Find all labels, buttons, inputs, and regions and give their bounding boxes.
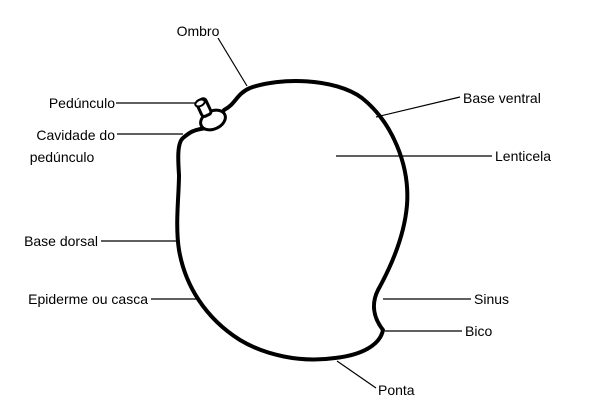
label-ventral-base: Base ventral [463,90,541,106]
label-ombro: Ombro [177,23,220,39]
label-cavity-line1: Cavidade do [36,127,115,143]
ombro-leader [218,38,247,86]
label-peduncle: Pedúnculo [49,95,115,111]
label-cavity-line2: pedúnculo [30,149,95,165]
label-tip: Ponta [378,382,415,398]
label-sinus: Sinus [474,291,509,307]
tip-leader [337,361,376,388]
label-lenticel: Lenticela [495,148,551,164]
label-dorsal-base: Base dorsal [24,233,98,249]
label-beak: Bico [465,323,492,339]
label-skin: Epiderme ou casca [28,291,148,307]
ventral-base-leader [376,97,460,117]
